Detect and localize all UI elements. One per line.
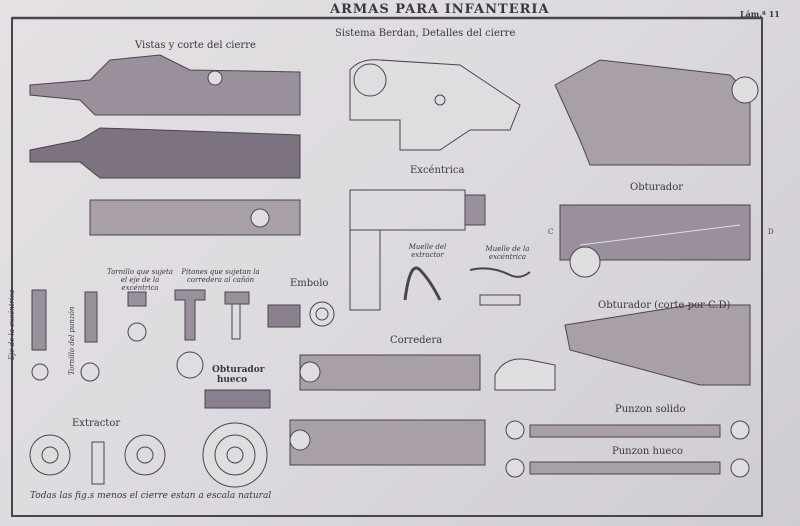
breech-views	[29, 54, 301, 236]
label-system: Sistema Berdan, Detalles del cierre	[335, 28, 516, 39]
label-slide: Corredera	[390, 335, 443, 346]
obturator-top	[554, 59, 759, 386]
label-hollow-obturator: Obturador hueco	[212, 365, 265, 385]
label-hollow-pin: Punzon hueco	[612, 446, 683, 457]
eccentric-spring	[469, 267, 531, 278]
label-piston: Embolo	[290, 278, 329, 289]
label-eccentric: Excéntrica	[410, 165, 465, 176]
label-c: C	[548, 228, 554, 236]
label-views: Vistas y corte del cierre	[135, 40, 256, 51]
label-screw-axis: Tornillo que sujeta el eje de la excéntr…	[106, 268, 174, 292]
extractor-spring	[403, 266, 442, 301]
label-eccentric-axis: Eje de la excéntrica	[8, 289, 16, 360]
eccentric-drawing	[349, 189, 486, 311]
plate-title: ARMAS PARA INFANTERIA	[330, 2, 550, 17]
plate-number: Lám.ª 11	[740, 9, 780, 19]
label-firing-pin-screw: Tornillo del punzón	[68, 306, 76, 375]
extractor-drawing	[29, 434, 166, 485]
label-d: D	[768, 228, 774, 236]
berdan-detail	[349, 59, 521, 151]
small-parts	[31, 289, 335, 382]
label-extractor: Extractor	[72, 418, 121, 429]
label-pins: Pitones que sujetan la corredera al cañó…	[181, 268, 260, 284]
label-solid-pin: Punzon solido	[615, 404, 686, 415]
label-scale-note: Todas las fig.s menos el cierre estan a …	[30, 491, 272, 501]
label-obturator-section: Obturador (corte por C.D)	[598, 300, 731, 311]
label-obturator: Obturador	[630, 182, 684, 193]
firing-pins	[505, 420, 750, 478]
label-eccentric-spring: Muelle de la excéntrica	[485, 245, 530, 261]
label-extractor-spring: Muelle del extractor	[408, 243, 447, 259]
slide-drawing	[289, 354, 556, 466]
hollow-obturator	[202, 389, 271, 488]
